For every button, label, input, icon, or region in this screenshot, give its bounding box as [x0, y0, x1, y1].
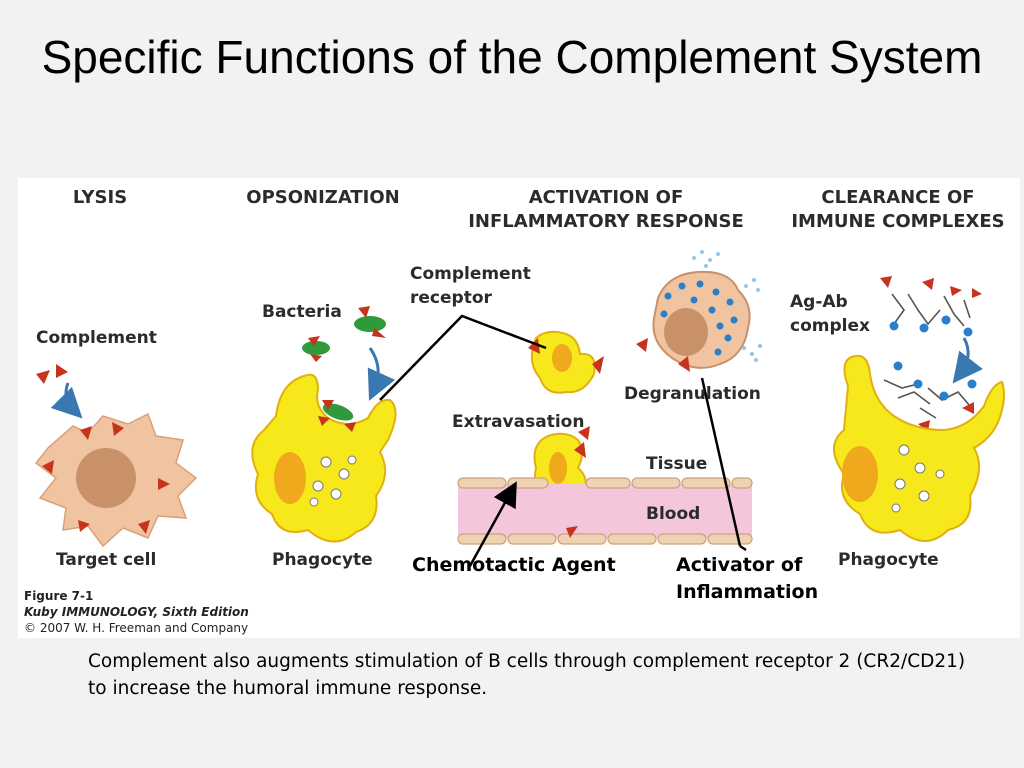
header-clearance-line1: CLEARANCE OF [821, 187, 975, 208]
header-opsonization: OPSONIZATION [246, 187, 400, 208]
engulfed-bacterium [322, 403, 354, 421]
header-clearance-line2: IMMUNE COMPLEXES [791, 211, 1005, 232]
opsonization-arrow-icon [367, 347, 396, 401]
target-nucleus [76, 448, 136, 508]
slide-caption: Complement also augments stimulation of … [88, 651, 966, 699]
annotation-activator-line1: Activator of [676, 554, 803, 576]
bacteria-icons [302, 306, 386, 362]
figure-illustration [34, 250, 1005, 567]
label-phagocyte-right: Phagocyte [838, 550, 939, 570]
blood-vessel [457, 442, 753, 545]
receptor-pointer-lines [379, 314, 547, 401]
label-extravasation: Extravasation [452, 412, 585, 432]
activation-panel [379, 250, 762, 567]
label-complement-receptor-line1: Complement [410, 264, 531, 284]
label-complement-receptor-line2: receptor [410, 288, 492, 308]
label-complement-receptor: Complement receptor [410, 262, 531, 310]
immune-complex-icons [883, 293, 971, 419]
chemotactic-pointer-icon [468, 481, 517, 567]
phagocyte-left-granules [309, 455, 357, 507]
header-lysis: LYSIS [72, 187, 128, 208]
label-bacteria: Bacteria [262, 302, 342, 322]
complement-on-target [42, 422, 170, 534]
complement-functions-figure: LYSIS OPSONIZATION ACTIVATION OF INFLAMM… [18, 178, 1020, 638]
label-ag-ab-line2: complex [790, 316, 870, 336]
annotation-activator: Activator of Inflammation [676, 552, 818, 606]
label-phagocyte-left: Phagocyte [272, 550, 373, 570]
header-clearance: CLEARANCE OF IMMUNE COMPLEXES [776, 186, 1020, 234]
phagocyte-left-nucleus [274, 452, 306, 504]
label-ag-ab-line1: Ag-Ab [790, 292, 848, 312]
figure-credit: Figure 7-1 Kuby IMMUNOLOGY, Sixth Editio… [24, 588, 249, 636]
credit-book: Kuby IMMUNOLOGY, Sixth Edition [24, 605, 249, 619]
header-activation: ACTIVATION OF INFLAMMATORY RESPONSE [446, 186, 766, 234]
activator-pointer-line [700, 377, 742, 547]
phagocyte-right-shape [833, 354, 1005, 542]
label-ag-ab-complex: Ag-Ab complex [790, 290, 870, 338]
credit-figure-number: Figure 7-1 [24, 589, 94, 603]
label-degranulation: Degranulation [624, 384, 761, 404]
label-target-cell: Target cell [56, 550, 157, 570]
label-complement: Complement [36, 328, 157, 348]
lysis-arrow-icon [50, 382, 83, 419]
annotation-chemotactic-agent: Chemotactic Agent [412, 554, 616, 576]
header-activation-line1: ACTIVATION OF [528, 187, 684, 208]
label-blood: Blood [646, 504, 701, 524]
annotation-activator-line2: Inflammation [676, 581, 819, 603]
clearance-arrow-icon [952, 337, 983, 384]
phagocyte-right-nucleus [842, 446, 878, 502]
opsonization-panel [251, 306, 397, 543]
slide-title: Specific Functions of the Complement Sys… [41, 31, 983, 83]
label-tissue: Tissue [646, 454, 708, 474]
header-activation-line2: INFLAMMATORY RESPONSE [468, 211, 744, 232]
complement-triangles-lysis [36, 364, 68, 384]
lysis-panel [34, 364, 198, 548]
clearance-panel [833, 276, 1005, 542]
credit-copyright: © 2007 W. H. Freeman and Company [24, 621, 249, 635]
degranulating-cell [636, 250, 762, 372]
